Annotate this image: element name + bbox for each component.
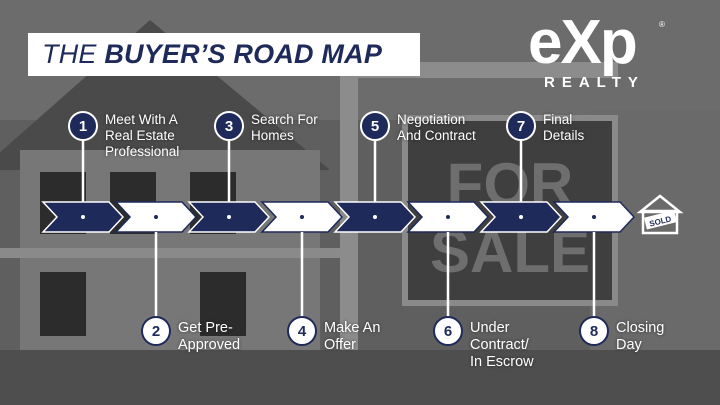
step-number-3: 3 (214, 111, 244, 141)
step-label-line: Day (616, 337, 642, 354)
step-label-line: Details (543, 127, 585, 143)
step-number-2: 2 (141, 316, 171, 346)
step-number-4: 4 (287, 316, 317, 346)
arrow-dot-5 (373, 215, 377, 219)
logo-subtitle: REALTY (544, 74, 645, 91)
step-label-line: Offer (324, 337, 356, 354)
step-label-line: Contract/ (470, 337, 529, 354)
step-label-line: Search For (251, 112, 318, 127)
title-main: BUYER’S ROAD MAP (104, 39, 383, 69)
arrow-dot-2 (154, 215, 158, 219)
step-label-line: Under (470, 320, 510, 336)
step-label-line: Homes (251, 127, 294, 143)
step-label-line: Negotiation (397, 112, 466, 127)
title-prefix: THE (42, 39, 97, 69)
step-label-line: Final (543, 112, 573, 127)
registered-mark: ® (659, 20, 665, 29)
step-number-1: 1 (68, 111, 98, 141)
step-label-line: Closing (616, 320, 665, 336)
title-banner: THE BUYER’S ROAD MAP (28, 33, 420, 76)
arrow-dot-6 (446, 215, 450, 219)
step-number-8: 8 (579, 316, 609, 346)
step-label-line: In Escrow (470, 354, 534, 371)
sold-house-icon: SOLD (636, 194, 684, 235)
step-label-line: Professional (105, 143, 180, 159)
step-label-line: Make An (324, 320, 381, 336)
step-number-6: 6 (433, 316, 463, 346)
step-label-2: Get Pre-Approved (178, 320, 240, 354)
step-label-line: Approved (178, 337, 241, 354)
page-title: THE BUYER’S ROAD MAP (42, 39, 382, 70)
logo-mark: eXp (528, 8, 638, 77)
step-label-line: And Contract (397, 127, 476, 143)
step-label-line: Real Estate (105, 127, 175, 143)
arrow-dot-3 (227, 215, 231, 219)
step-number-7: 7 (506, 111, 536, 141)
step-label-line: Meet With A (105, 112, 178, 127)
step-number-5: 5 (360, 111, 390, 141)
arrow-dot-1 (81, 215, 85, 219)
arrow-dot-8 (592, 215, 596, 219)
arrow-dot-7 (519, 215, 523, 219)
step-label-line: Get Pre- (178, 320, 233, 336)
brand-logo: eXp REALTY ® (528, 12, 678, 94)
arrow-dot-4 (300, 215, 304, 219)
